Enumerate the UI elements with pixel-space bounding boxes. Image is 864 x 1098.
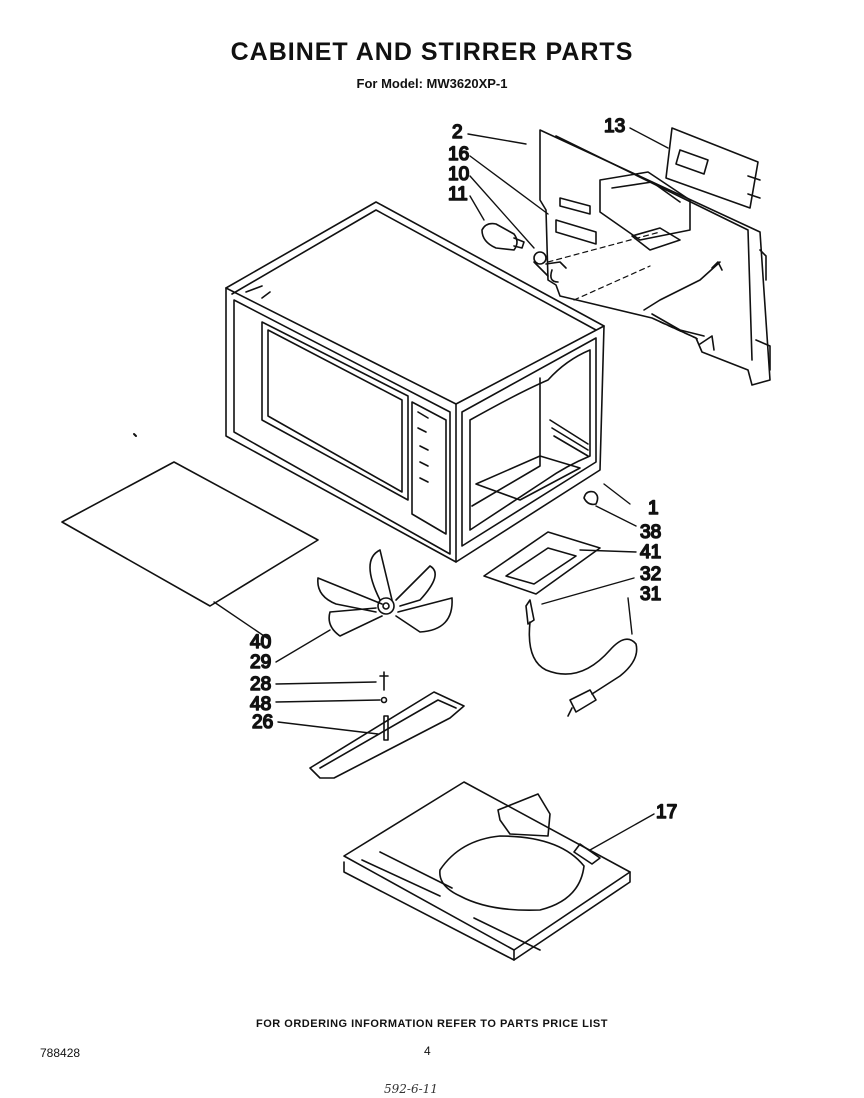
callout-38: 38 bbox=[640, 522, 661, 543]
handwritten-note: 592-6-11 bbox=[384, 1082, 438, 1096]
bracket-part bbox=[483, 531, 601, 595]
shaft-bracket-part bbox=[309, 691, 465, 779]
control-panel-plate bbox=[665, 127, 761, 209]
page-title: CABINET AND STIRRER PARTS bbox=[230, 38, 634, 66]
alignment-line bbox=[659, 321, 701, 341]
alignment-line bbox=[547, 231, 661, 263]
sheet-part bbox=[61, 461, 319, 607]
callout-26: 26 bbox=[252, 712, 273, 733]
callout-31: 31 bbox=[640, 584, 661, 605]
stirrer-fan-part bbox=[317, 549, 453, 637]
callout-1: 1 bbox=[648, 498, 659, 519]
leader-lines bbox=[213, 127, 669, 851]
rear-panel-part bbox=[539, 129, 771, 386]
callout-2: 2 bbox=[452, 122, 463, 143]
callout-28: 28 bbox=[250, 674, 271, 695]
document-number: 788428 bbox=[40, 1046, 81, 1060]
power-cord-part bbox=[528, 621, 638, 717]
callout-17: 17 bbox=[656, 802, 677, 823]
screw-part bbox=[379, 671, 389, 691]
callout-16: 16 bbox=[448, 144, 469, 165]
fuse-assembly-part bbox=[481, 222, 567, 283]
callout-48: 48 bbox=[250, 694, 271, 715]
base-plate-part bbox=[343, 781, 631, 961]
callout-13: 13 bbox=[604, 116, 625, 137]
model-subtitle: For Model: MW3620XP-1 bbox=[356, 76, 508, 91]
page-number: 4 bbox=[424, 1044, 431, 1058]
alignment-line bbox=[573, 265, 651, 301]
callout-29: 29 bbox=[250, 652, 271, 673]
clip-part bbox=[525, 599, 535, 625]
callout-32: 32 bbox=[640, 564, 661, 585]
callout-11: 11 bbox=[448, 184, 468, 205]
callout-41: 41 bbox=[640, 542, 661, 563]
cabinet-part bbox=[225, 201, 605, 563]
ordering-info-footer: FOR ORDERING INFORMATION REFER TO PARTS … bbox=[256, 1018, 608, 1030]
callout-40: 40 bbox=[250, 632, 271, 653]
callout-10: 10 bbox=[448, 164, 469, 185]
washer-part bbox=[380, 696, 388, 704]
foot-part bbox=[583, 490, 599, 506]
